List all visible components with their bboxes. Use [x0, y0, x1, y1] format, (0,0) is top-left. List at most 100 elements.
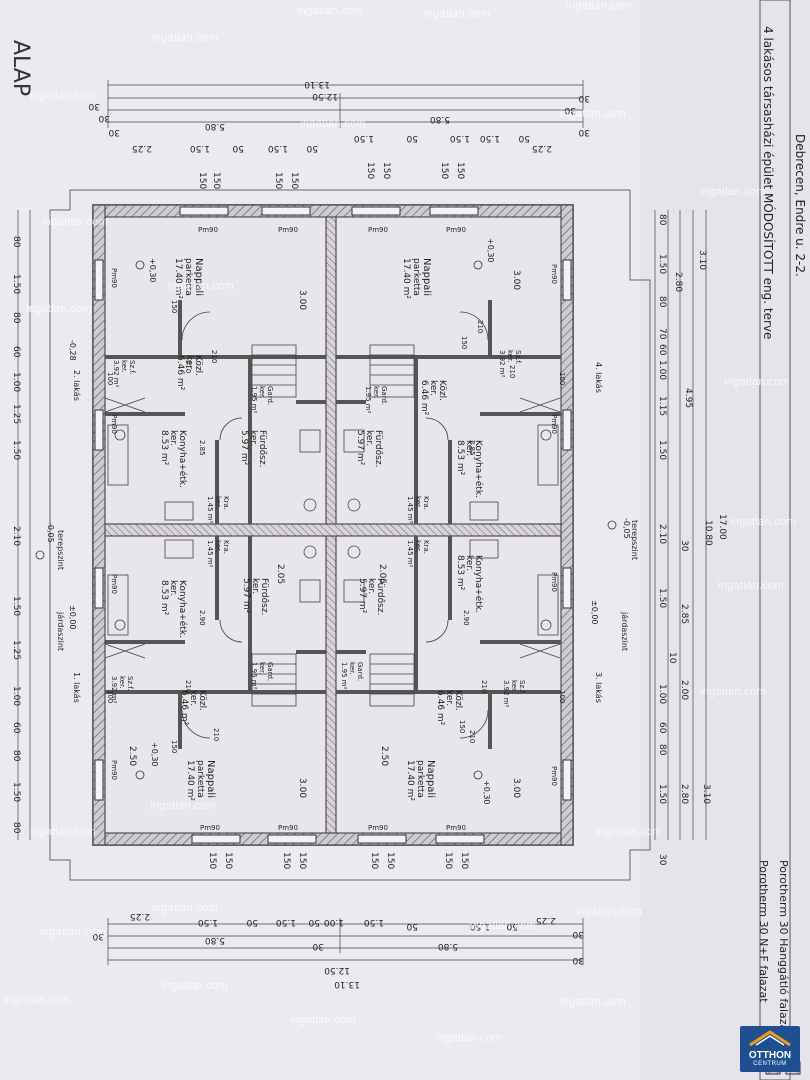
flat-label: 1. lakás: [72, 672, 81, 703]
watermark-text: ingatlan.com: [30, 90, 96, 102]
svg-text:Kra.: Kra.: [422, 540, 430, 554]
watermark-text: ingatlan.com: [300, 118, 366, 130]
room-szf: Sz.f. ker. 3.92 m²: [110, 676, 134, 704]
svg-text:80: 80: [11, 822, 21, 834]
svg-text:Gard.: Gard.: [356, 662, 364, 681]
svg-text:17.40 m²: 17.40 m²: [173, 258, 183, 299]
interior-dim-7: 2.50: [127, 746, 137, 766]
flat-label: 3. lakás: [594, 672, 603, 703]
svg-text:3.92 m²: 3.92 m²: [502, 680, 510, 708]
interior-dim-1: 3.00: [297, 290, 307, 310]
svg-text:210: 210: [212, 728, 220, 741]
room-nappali: Nappali parketta 17.40 m²: [173, 258, 204, 299]
room-labels: Nappali parketta 17.40 m² Nappali parket…: [110, 258, 526, 801]
svg-text:1.95 m²: 1.95 m²: [340, 662, 348, 690]
svg-text:Nappali: Nappali: [205, 760, 216, 798]
svg-text:8.53 m²: 8.53 m²: [159, 430, 169, 466]
svg-text:1.50: 1.50: [11, 596, 21, 616]
svg-text:50: 50: [406, 133, 418, 143]
svg-text:±0,00: ±0,00: [68, 605, 77, 630]
svg-text:30: 30: [679, 540, 689, 552]
svg-text:Pm90: Pm90: [550, 572, 558, 592]
svg-text:ker.: ker.: [250, 578, 260, 594]
watermark-text: ingatlan.com: [700, 186, 766, 198]
watermark-text: ingatlan.com: [4, 994, 70, 1006]
svg-text:Sz.f.: Sz.f.: [126, 676, 134, 691]
svg-text:2.85: 2.85: [468, 440, 476, 456]
svg-text:Nappali: Nappali: [421, 258, 432, 296]
room-gard: Gard. ker. 1.95 m²: [340, 662, 364, 690]
svg-text:Konyha+étk.: Konyha+étk.: [177, 430, 188, 488]
dim-total-top: 13.10: [304, 79, 330, 89]
svg-text:parketta: parketta: [183, 258, 193, 296]
room-furdosz: Fürdősz. ker. 5.97 m²: [357, 578, 385, 615]
svg-text:30: 30: [92, 931, 104, 941]
svg-text:150: 150: [460, 336, 468, 349]
watermark-text: ingatlan.com: [162, 980, 228, 992]
svg-text:Konyha+étk.: Konyha+étk.: [177, 580, 188, 638]
svg-text:Sz.f.: Sz.f.: [514, 350, 522, 365]
svg-text:-0,05: -0,05: [622, 518, 631, 539]
svg-text:100: 100: [558, 372, 566, 385]
room-nappali: Nappali parketta 17.40 m²: [185, 760, 216, 801]
watermark-text: ingatlan.com: [290, 1014, 356, 1026]
svg-text:ker.: ker.: [168, 430, 178, 446]
svg-text:1.15: 1.15: [657, 396, 667, 416]
svg-text:1.00: 1.00: [11, 686, 21, 706]
svg-text:1.50: 1.50: [470, 921, 490, 931]
svg-text:5.97 m²: 5.97 m²: [355, 430, 365, 466]
svg-text:ker.: ker.: [184, 355, 194, 371]
watermark-text: ingatlan.com: [150, 800, 216, 812]
watermark-text: ingatlan.com: [297, 5, 363, 17]
watermark-text: ingatlan.com: [424, 8, 490, 20]
svg-text:2.25: 2.25: [132, 143, 152, 153]
svg-text:1.50: 1.50: [450, 133, 470, 143]
svg-text:6.46 m²: 6.46 m²: [419, 380, 429, 416]
svg-text:ker.: ker.: [366, 578, 376, 594]
left-dimensions: 80 1.50 80 60 1.00 1.25 1.50 2.10 1.50 1…: [11, 236, 21, 834]
svg-text:Pm90: Pm90: [278, 824, 298, 832]
svg-text:+0,30: +0,30: [482, 780, 491, 805]
interior-dim-18: 150: [223, 852, 233, 869]
svg-text:ker.: ker.: [444, 690, 454, 706]
svg-text:ker.: ker.: [188, 690, 198, 706]
svg-text:terepszint: terepszint: [56, 530, 65, 570]
interior-dim-9: 150: [197, 172, 207, 189]
svg-text:Pm90: Pm90: [550, 414, 558, 434]
watermark-text: ingatlan.com: [560, 108, 626, 120]
svg-text:+0,30: +0,30: [150, 742, 159, 767]
svg-text:Pm90: Pm90: [200, 824, 220, 832]
svg-text:17.40 m²: 17.40 m²: [185, 760, 195, 801]
svg-text:járdaszint: járdaszint: [56, 611, 65, 651]
svg-text:Pm90: Pm90: [110, 268, 118, 288]
svg-text:210: 210: [476, 320, 484, 333]
room-nappali: Nappali parketta 17.40 m²: [401, 258, 432, 299]
door-width-tags: 210 210 210 210 210 210 210 210 150 150 …: [106, 300, 566, 753]
room-kozl: Közl. ker. 6.46 m²: [175, 355, 203, 391]
svg-text:210: 210: [508, 365, 516, 378]
svg-text:Kra.: Kra.: [222, 496, 230, 510]
svg-text:1.45 m²: 1.45 m²: [406, 540, 414, 568]
room-szf: Sz.f. ker. 3.92 m²: [498, 350, 522, 378]
room-konyha: Konyha+étk. ker. 8.53 m²: [159, 580, 188, 638]
svg-text:50: 50: [308, 917, 320, 927]
svg-text:ker.: ker.: [364, 430, 374, 446]
svg-text:Fürdősz.: Fürdősz.: [259, 578, 269, 615]
room-nappali: Nappali parketta 17.40 m²: [405, 760, 436, 801]
watermark-text: ingatlan.com: [40, 926, 106, 938]
interior-dim-3: 3.00: [297, 778, 307, 798]
title-block: 4 lakásos társasházi épület MÓDOSÍTOTT e…: [759, 0, 807, 1080]
svg-text:8.53 m²: 8.53 m²: [455, 440, 465, 476]
top-dimensions: 13.10 12.50 5.80 5.80 2.25 1.50 50 1.50 …: [88, 79, 590, 153]
svg-text:ker.: ker.: [214, 496, 222, 509]
interior-dim-10: 150: [211, 172, 221, 189]
svg-text:100: 100: [558, 690, 566, 703]
svg-text:parketta: parketta: [411, 258, 421, 296]
svg-text:1.45 m²: 1.45 m²: [406, 496, 414, 524]
svg-text:1.50: 1.50: [364, 917, 384, 927]
svg-text:ker.: ker.: [414, 540, 422, 553]
svg-text:Közl.: Közl.: [197, 690, 207, 711]
svg-text:Kra.: Kra.: [422, 496, 430, 510]
watermark-text: ingatlan.com: [30, 826, 96, 838]
room-szf: Sz.f. ker. 3.92 m²: [112, 360, 136, 388]
